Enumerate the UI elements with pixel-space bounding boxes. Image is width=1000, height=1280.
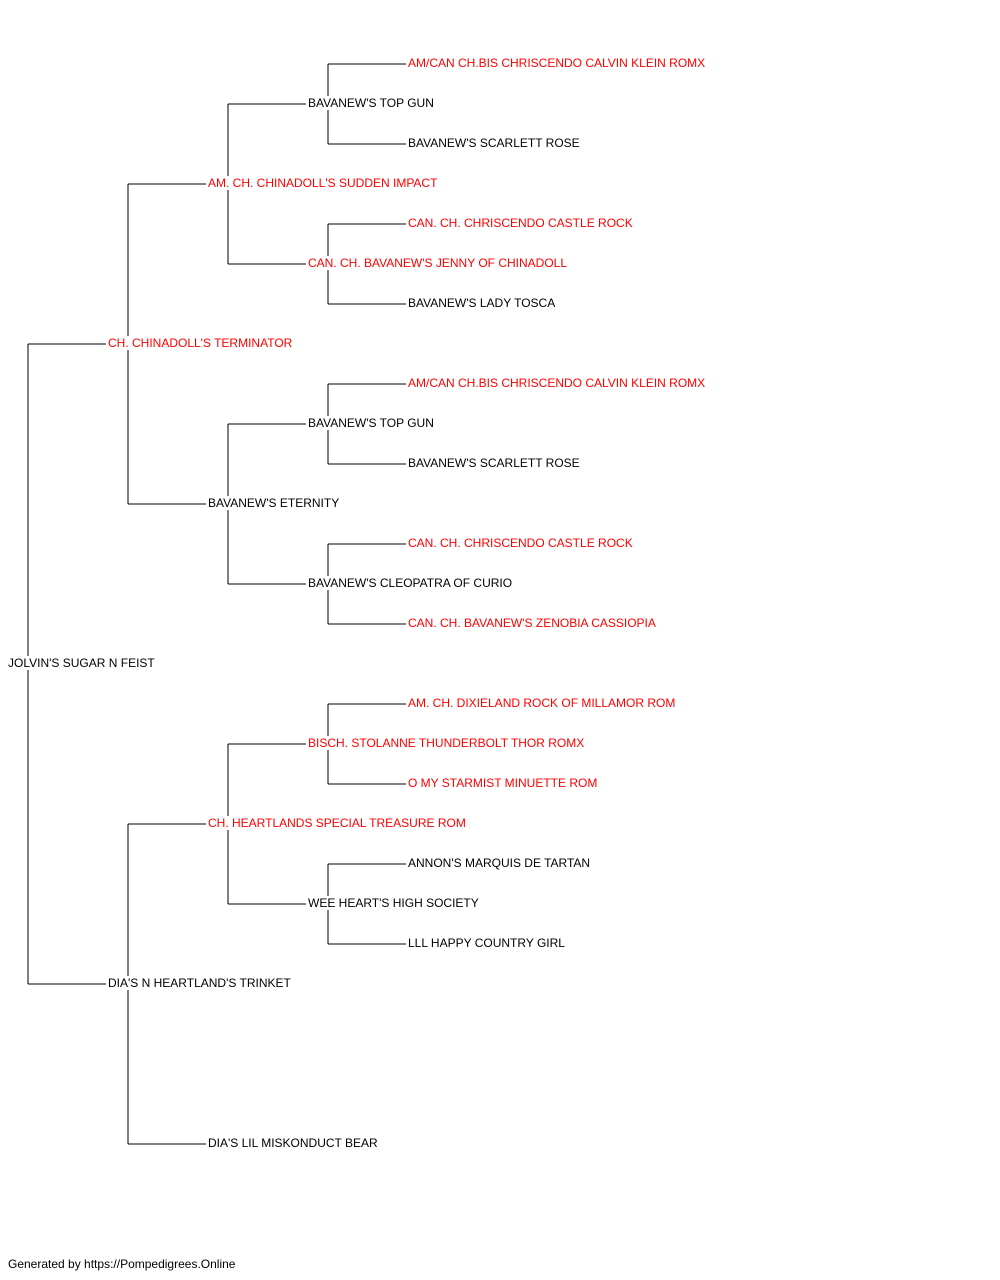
pedigree-entry-gen4: CAN. CH. CHRISCENDO CASTLE ROCK — [407, 536, 634, 550]
pedigree-entry-gen3: BAVANEW'S TOP GUN — [307, 96, 435, 110]
pedigree-entry-gen4: BAVANEW'S SCARLETT ROSE — [407, 136, 581, 150]
pedigree-entry-gen4: BAVANEW'S SCARLETT ROSE — [407, 456, 581, 470]
pedigree-entry-gen4: BAVANEW'S LADY TOSCA — [407, 296, 557, 310]
pedigree-entry-gen4: ANNON'S MARQUIS DE TARTAN — [407, 856, 592, 870]
pedigree-entry-gen3: BAVANEW'S TOP GUN — [307, 416, 435, 430]
pedigree-entry-gen3: WEE HEART'S HIGH SOCIETY — [307, 896, 480, 910]
pedigree-entry-gen2: BAVANEW'S ETERNITY — [207, 496, 341, 510]
generator-footer: Generated by https://Pompedigrees.Online — [8, 1257, 236, 1271]
pedigree-entry-gen2: CH. HEARTLANDS SPECIAL TREASURE ROM — [207, 816, 467, 830]
pedigree-entry-gen4: LLL HAPPY COUNTRY GIRL — [407, 936, 566, 950]
pedigree-entry-gen3: BAVANEW'S CLEOPATRA OF CURIO — [307, 576, 514, 590]
pedigree-entry-gen1: DIA'S N HEARTLAND'S TRINKET — [107, 976, 292, 990]
pedigree-entry-gen4: AM/CAN CH.BIS CHRISCENDO CALVIN KLEIN RO… — [407, 376, 707, 390]
pedigree-entry-gen4: AM. CH. DIXIELAND ROCK OF MILLAMOR ROM — [407, 696, 677, 710]
pedigree-entry-gen4: O MY STARMIST MINUETTE ROM — [407, 776, 599, 790]
pedigree-entry-gen2: AM. CH. CHINADOLL'S SUDDEN IMPACT — [207, 176, 439, 190]
pedigree-entry-gen4: AM/CAN CH.BIS CHRISCENDO CALVIN KLEIN RO… — [407, 56, 707, 70]
pedigree-entry-gen4: CAN. CH. BAVANEW'S ZENOBIA CASSIOPIA — [407, 616, 657, 630]
pedigree-entry-gen4: CAN. CH. CHRISCENDO CASTLE ROCK — [407, 216, 634, 230]
pedigree-entry-gen2: DIA'S LIL MISKONDUCT BEAR — [207, 1136, 379, 1150]
pedigree-entry-gen1: CH. CHINADOLL'S TERMINATOR — [107, 336, 294, 350]
pedigree-entry-gen0: JOLVIN'S SUGAR N FEIST — [7, 656, 156, 670]
pedigree-entry-gen3: CAN. CH. BAVANEW'S JENNY OF CHINADOLL — [307, 256, 569, 270]
pedigree-entry-gen3: BISCH. STOLANNE THUNDERBOLT THOR ROMX — [307, 736, 586, 750]
